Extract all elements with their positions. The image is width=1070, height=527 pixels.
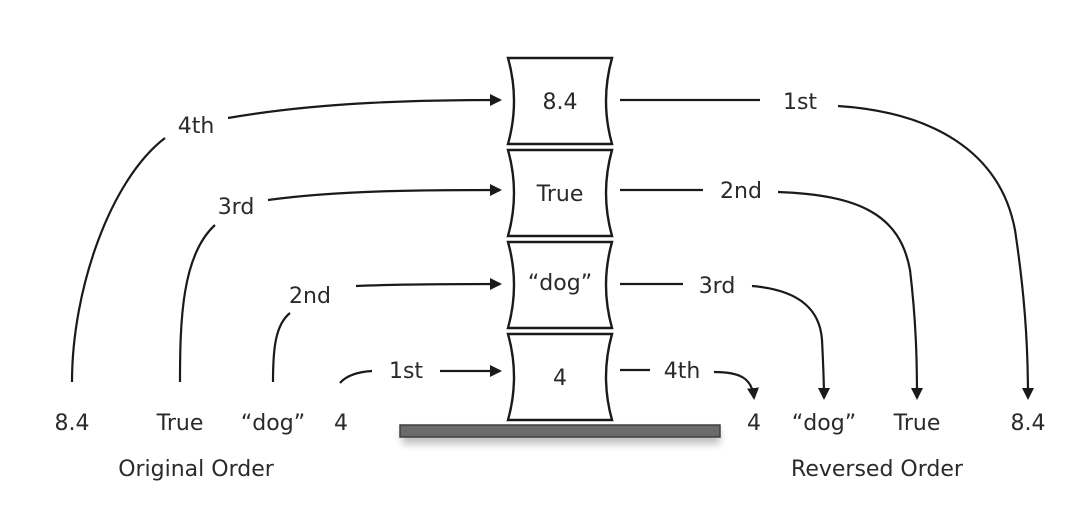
original-value-true: True	[156, 411, 204, 436]
push-arrow-84: 4th	[70, 94, 502, 383]
original-value-4: 4	[334, 411, 348, 436]
pop-order-label: 2nd	[720, 179, 762, 204]
pop-order-label: 4th	[664, 359, 701, 384]
stack-item-top: 8.4	[506, 56, 614, 146]
stack-item-label: 4	[553, 366, 567, 391]
stack-item-label: “dog”	[528, 271, 592, 296]
original-value-dog: “dog”	[241, 411, 305, 436]
reversed-value-true: True	[893, 411, 941, 436]
pop-order-label: 1st	[783, 90, 817, 115]
push-order-label: 3rd	[218, 195, 255, 220]
reversed-order-caption: Reversed Order	[791, 457, 964, 482]
reversed-value-dog: “dog”	[792, 411, 856, 436]
reversed-value-4: 4	[747, 411, 761, 436]
pop-arrow-84: 1st	[620, 90, 1034, 400]
stack-item-third: “dog”	[506, 240, 614, 330]
push-order-label: 4th	[178, 114, 215, 139]
stack-item-bottom: 4	[506, 332, 614, 422]
stack-item-label: 8.4	[543, 90, 578, 115]
pop-order-label: 3rd	[699, 274, 736, 299]
stack-item-second: True	[506, 148, 614, 238]
push-order-label: 1st	[389, 359, 423, 384]
pop-arrow-4: 4th	[620, 359, 759, 400]
pop-arrow-true: 2nd	[620, 179, 923, 400]
push-arrow-true: 3rd	[178, 184, 502, 383]
original-order-caption: Original Order	[118, 457, 275, 482]
original-value-84: 8.4	[55, 411, 90, 436]
reversed-value-84: 8.4	[1011, 411, 1046, 436]
push-arrow-4: 1st	[339, 359, 502, 384]
stack-base	[399, 424, 721, 438]
pop-arrow-dog: 3rd	[620, 274, 830, 400]
stack-item-label: True	[536, 182, 584, 207]
push-arrow-dog: 2nd	[271, 278, 502, 383]
push-order-label: 2nd	[289, 284, 331, 309]
